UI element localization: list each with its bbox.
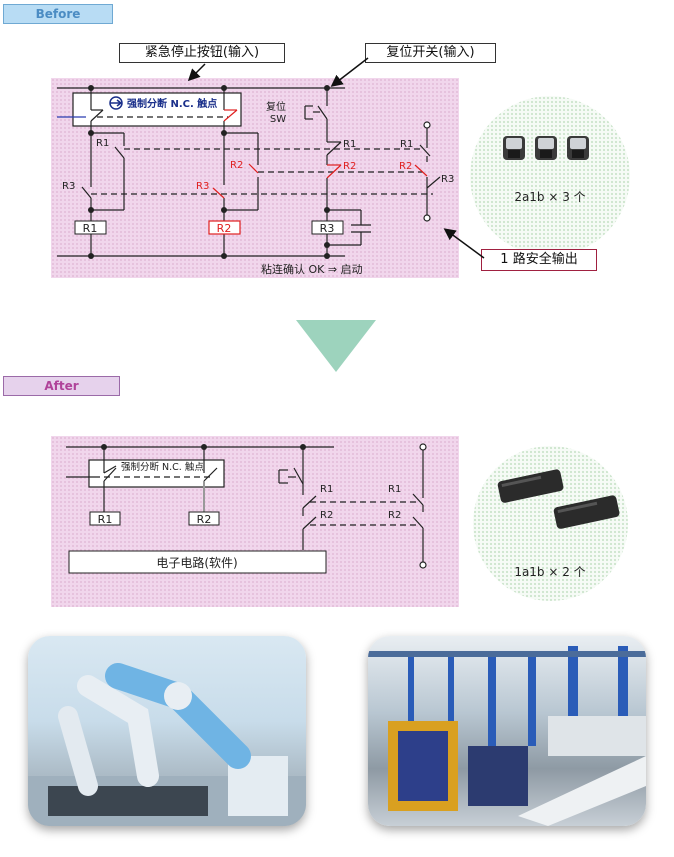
estop-callout: 紧急停止按钮(输入) (119, 43, 285, 63)
contact-label: R2 (343, 161, 356, 172)
reset-sw-label-2: SW (270, 114, 286, 125)
after-relay-products (497, 469, 620, 529)
factory-floor-photo (368, 636, 646, 826)
after-tag: After (3, 376, 120, 396)
robot-arms-photo (28, 636, 306, 826)
relay-coil-r1 (74, 220, 107, 235)
safety-output-callout: 1 路安全输出 (481, 249, 597, 271)
relay-r3-label: R3 (320, 222, 335, 235)
contact-label: R1 (96, 138, 109, 149)
contact-label: R3 (441, 174, 454, 185)
before-product-caption: 2a1b × 3 个 (514, 190, 586, 204)
after-product-caption: 1a1b × 2 个 (514, 565, 586, 579)
reset-sw-label-1: 复位 (266, 100, 286, 113)
reset-callout: 复位开关(输入) (365, 43, 496, 63)
contact-label: R2 (320, 510, 333, 521)
relay-coil-r2 (208, 220, 241, 235)
relay-coil-r3 (311, 220, 344, 235)
contact-label: R3 (62, 181, 75, 192)
down-arrow-icon (296, 320, 376, 372)
before-product-circle (470, 96, 630, 256)
contact-label: R1 (320, 484, 333, 495)
electronic-circuit-box (68, 550, 327, 574)
after-forced-nc-label: 强制分断 N.C. 触点 (121, 461, 204, 473)
weld-check-note: 粘连确认 OK ⇒ 启动 (261, 262, 363, 276)
output-arrow (443, 228, 485, 259)
contact-label: R1 (400, 139, 413, 150)
contact-label: R1 (388, 484, 401, 495)
after-relay-r2-label: R2 (197, 513, 212, 526)
contact-label: R3 (196, 181, 209, 192)
reset-arrow (330, 57, 369, 87)
after-relay-coil-r1 (89, 511, 121, 526)
contact-label: R2 (230, 160, 243, 171)
after-relay-coil-r2 (188, 511, 220, 526)
contact-label: R2 (399, 161, 412, 172)
before-tag: Before (3, 4, 113, 24)
before-circuit-diagram: R1 R2 R3 强制分断 N.C. 触点 复位 SW R1 R3 R2 R3 … (57, 57, 589, 276)
before-relay-products (503, 136, 589, 160)
contact-label: R2 (388, 510, 401, 521)
electronic-circuit-label: 电子电路(软件) (156, 555, 237, 570)
relay-r1-label: R1 (83, 222, 98, 235)
relay-r2-label: R2 (217, 222, 232, 235)
estop-arrow (187, 63, 206, 82)
forced-nc-label: 强制分断 N.C. 触点 (127, 97, 217, 110)
after-circuit-diagram: R1 R2 强制分断 N.C. 触点 电子电路(软件) R1 R2 R1 R2 (66, 443, 620, 574)
after-relay-r1-label: R1 (98, 513, 113, 526)
before-circuit-panel (51, 78, 459, 278)
contact-label: R1 (343, 139, 356, 150)
